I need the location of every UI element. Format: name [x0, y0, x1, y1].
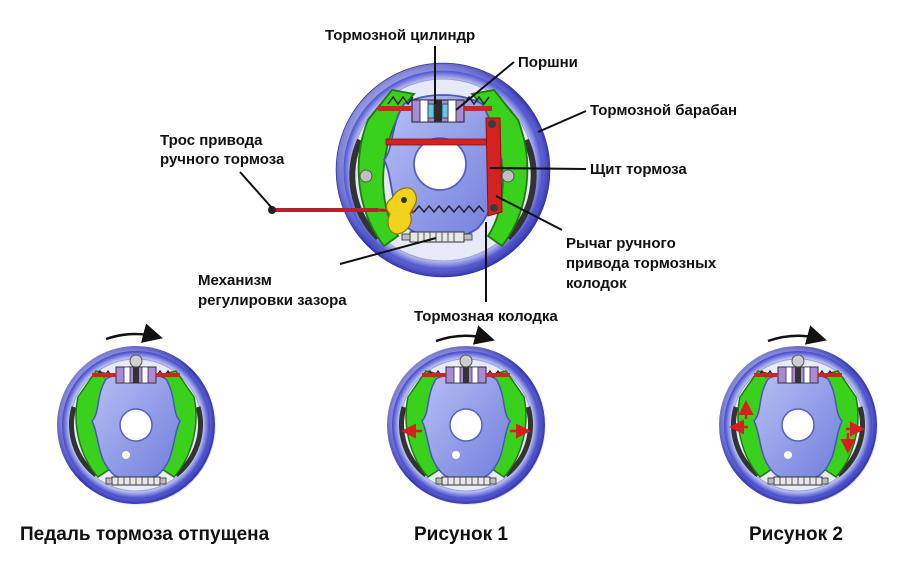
caption-figure1: Рисунок 1	[414, 524, 508, 545]
brake-figure1	[388, 325, 544, 503]
rotation-arrow-icon	[105, 323, 163, 343]
brake-released	[58, 323, 214, 503]
label-adjuster-line1: Механизм	[198, 272, 272, 289]
label-cylinder: Тормозной цилиндр	[325, 27, 475, 44]
handbrake-lever	[485, 117, 503, 217]
hub-hole	[413, 137, 467, 191]
piston-right	[441, 103, 449, 119]
label-shield: Щит тормоза	[590, 161, 687, 178]
label-group-lever: Рычаг ручного привода тормозных колодок	[495, 195, 717, 292]
label-lever-line1: Рычаг ручного	[566, 235, 676, 252]
label-cable-line2: ручного тормоза	[160, 151, 285, 168]
label-group-pistons: Поршни	[455, 54, 578, 111]
rotation-arrow-icon	[767, 325, 827, 345]
caption-released: Педаль тормоза отпущена	[20, 524, 270, 545]
label-adjuster-line2: регулировки зазора	[198, 292, 347, 309]
label-pistons: Поршни	[518, 54, 578, 71]
label-group-shoe: Тормозная колодка	[414, 222, 558, 325]
label-lever-line2: привода тормозных	[566, 255, 717, 272]
brake-figure2	[720, 325, 876, 503]
label-lever-line3: колодок	[566, 275, 627, 292]
label-drum: Тормозной барабан	[590, 102, 737, 119]
label-group-cylinder: Тормозной цилиндр	[325, 27, 475, 104]
rotation-arrow-icon	[435, 325, 495, 345]
handbrake-strut	[385, 138, 495, 146]
label-cable-line1: Трос привода	[160, 132, 263, 149]
label-shoe: Тормозная колодка	[414, 308, 558, 325]
piston-left	[427, 103, 435, 119]
adjuster-mechanism	[401, 231, 473, 243]
adjuster-cam	[385, 187, 417, 235]
label-group-cable: Трос привода ручного тормоза	[160, 132, 285, 209]
label-group-shield: Щит тормоза	[489, 161, 687, 178]
label-group-drum: Тормозной барабан	[537, 102, 737, 133]
main-brake-assembly	[268, 62, 551, 278]
caption-figure2: Рисунок 2	[749, 524, 843, 545]
label-group-adjuster: Механизм регулировки зазора	[198, 237, 437, 309]
wheel-cylinder	[411, 99, 465, 123]
